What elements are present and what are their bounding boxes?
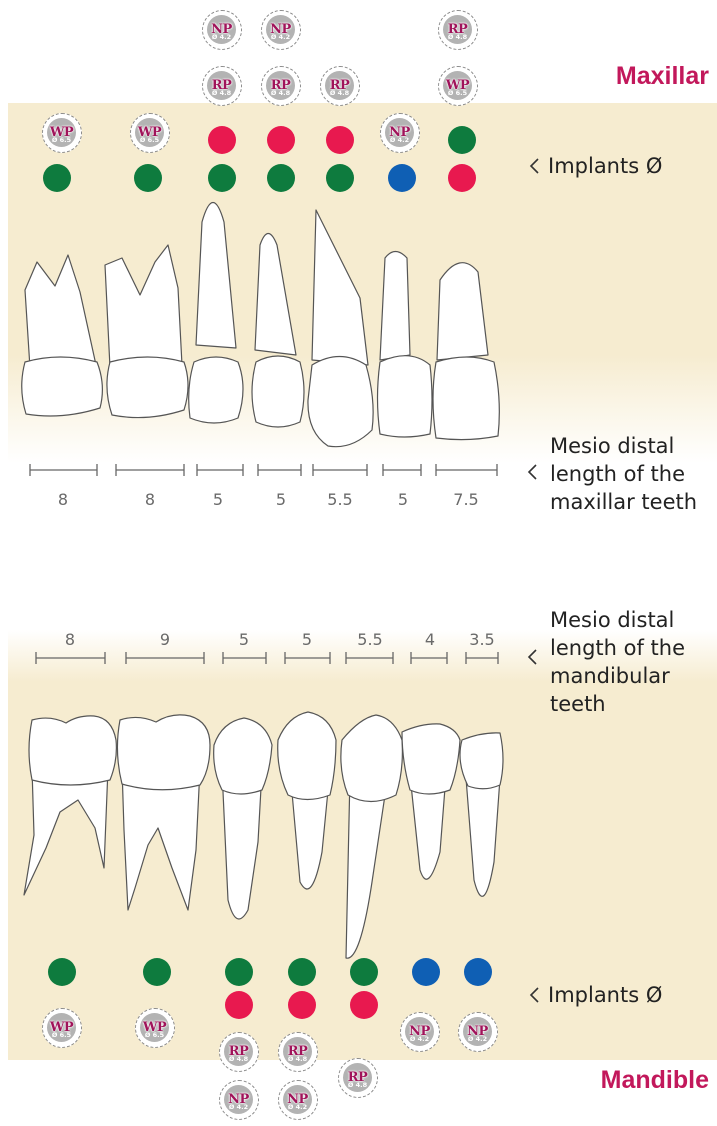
man-tooth-7-root: [466, 778, 500, 896]
man-length-5: 5.5: [340, 630, 400, 649]
max-tooth-4-root: [255, 234, 296, 356]
max-tooth-1-crown: [22, 357, 103, 416]
man-tooth-7-crown: [460, 733, 503, 789]
max-tooth-6-root: [380, 252, 410, 361]
man-tooth-3-crown: [214, 718, 272, 794]
man-implant-dot: [288, 991, 316, 1019]
max-implant-dot: [448, 164, 476, 192]
man-implant-dot: [350, 958, 378, 986]
man-tooth-4-crown: [278, 712, 336, 800]
max-length-7: 7.5: [436, 490, 496, 509]
max-implant-dot: [208, 126, 236, 154]
man-tooth-1-root: [24, 768, 108, 895]
max-tooth-4-crown: [252, 356, 304, 427]
chevron-left-icon: [527, 985, 543, 1005]
max-tooth-2-crown: [107, 357, 188, 418]
man-implant-dot: [48, 958, 76, 986]
max-tooth-7-crown: [433, 357, 499, 440]
man-length-4: 5: [277, 630, 337, 649]
max-implant-dot: [326, 164, 354, 192]
max-implant-dot: [134, 164, 162, 192]
max-tooth-5-root: [312, 210, 368, 365]
man-implant-dot: [464, 958, 492, 986]
man-implant-dot: [288, 958, 316, 986]
mandible-scale: [36, 652, 498, 664]
max-tooth-7-root: [437, 263, 488, 360]
chevron-left-icon: [527, 156, 543, 176]
mandible-implants-label: Implants Ø: [548, 981, 662, 1009]
man-length-6: 4: [400, 630, 460, 649]
max-implant-dot: [208, 164, 236, 192]
man-implant-dot: [143, 958, 171, 986]
man-length-3: 5: [214, 630, 274, 649]
chevron-left-icon: [525, 462, 541, 482]
max-implant-dot: [267, 164, 295, 192]
man-implant-dot: [225, 958, 253, 986]
max-tooth-3-crown: [189, 357, 243, 423]
man-tooth-2-crown: [117, 715, 210, 790]
max-length-1: 8: [33, 490, 93, 509]
max-implant-dot: [43, 164, 71, 192]
max-implant-dot: [448, 126, 476, 154]
max-tooth-6-crown: [378, 356, 433, 437]
max-implant-dot: [388, 164, 416, 192]
man-tooth-1-crown: [29, 716, 116, 785]
max-tooth-2-root: [105, 245, 182, 368]
man-implant-dot: [412, 958, 440, 986]
man-implant-dot: [225, 991, 253, 1019]
max-implant-dot: [267, 126, 295, 154]
max-length-3: 5: [188, 490, 248, 509]
maxillar-implants-label: Implants Ø: [548, 152, 662, 180]
max-length-6: 5: [373, 490, 433, 509]
max-length-2: 8: [120, 490, 180, 509]
maxillar-length-label: Mesio distal length of the maxillar teet…: [550, 432, 697, 516]
man-implant-dot: [350, 991, 378, 1019]
chevron-left-icon: [525, 647, 541, 667]
maxillar-scale: [30, 464, 497, 476]
max-tooth-1-root: [25, 255, 96, 368]
man-tooth-5-crown: [341, 715, 403, 802]
man-length-1: 8: [40, 630, 100, 649]
mandible-length-label: Mesio distal length of the mandibular te…: [550, 606, 685, 718]
max-length-4: 5: [251, 490, 311, 509]
man-tooth-6-crown: [402, 724, 460, 794]
man-length-2: 9: [135, 630, 195, 649]
max-length-5: 5.5: [310, 490, 370, 509]
max-implant-dot: [326, 126, 354, 154]
max-tooth-3-root: [196, 203, 236, 349]
max-tooth-5-crown: [308, 357, 373, 447]
man-tooth-5-root: [346, 775, 388, 958]
man-length-7: 3.5: [452, 630, 512, 649]
